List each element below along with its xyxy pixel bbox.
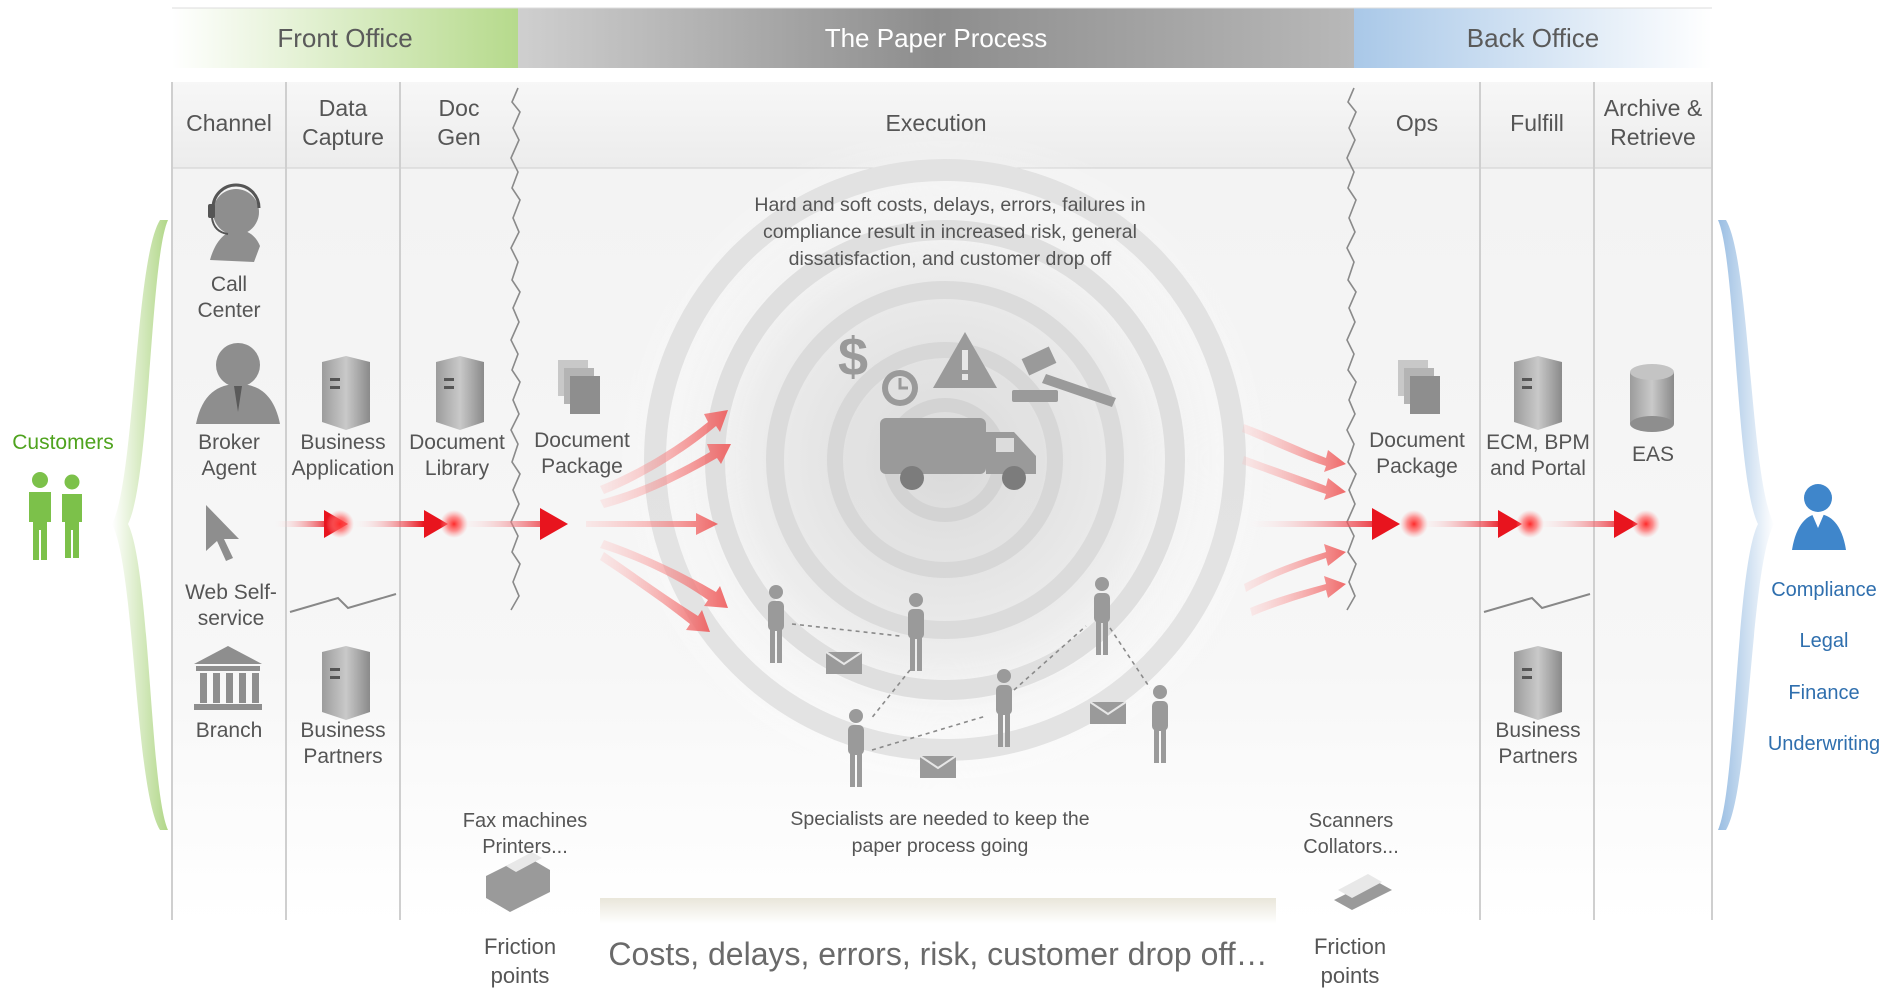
- legal-label: Legal: [1799, 630, 1849, 652]
- scatter-arrows-left: [586, 410, 731, 632]
- back-office-label: Back Office: [1466, 22, 1600, 53]
- column-header-doc-gen: Doc Gen: [437, 95, 481, 150]
- specialist-person-icon: [768, 585, 784, 663]
- glow-node: [1632, 510, 1660, 538]
- fax-printers-label: Fax machines Printers...: [462, 810, 588, 858]
- glow-node: [440, 510, 468, 538]
- customers-icon: [29, 472, 82, 560]
- specialists-group: [768, 577, 1168, 787]
- back-office-band: [1354, 8, 1712, 68]
- friction-points-label-left: Friction points: [483, 934, 557, 988]
- branch-label: Branch: [195, 719, 263, 742]
- front-office-label: Front Office: [277, 22, 413, 53]
- broker-agent-icon: [196, 343, 280, 424]
- eas-database-icon: [1630, 364, 1674, 432]
- paper-process-band: [518, 8, 1354, 68]
- glow-node: [1516, 510, 1544, 538]
- glow-node: [326, 510, 354, 538]
- front-office-band: [172, 8, 518, 68]
- specialist-person-icon: [908, 593, 924, 671]
- column-header-channel: Channel: [186, 110, 272, 136]
- envelope-icon: [825, 651, 863, 674]
- document-package-label-right: Document Package: [1369, 429, 1465, 478]
- column-header-execution: Execution: [885, 110, 987, 136]
- fulfill-business-partners-server-icon: [1514, 646, 1562, 720]
- specialist-person-icon: [1094, 577, 1110, 655]
- compliance-label: Compliance: [1771, 579, 1877, 601]
- column-header-fulfill: Fulfill: [1510, 110, 1564, 136]
- envelope-icon: [919, 755, 957, 778]
- underwriting-label: Underwriting: [1767, 733, 1881, 755]
- business-partners-server-icon: [322, 646, 370, 720]
- specialist-person-icon: [848, 709, 864, 787]
- flow-arrows: [272, 508, 1660, 540]
- glow-node: [1400, 510, 1428, 538]
- fulfill-business-partners-label: Business Partners: [1495, 719, 1581, 768]
- broken-link-right: [1483, 593, 1591, 613]
- business-application-label: Business Application: [291, 431, 395, 480]
- gavel-icon: [1012, 346, 1116, 407]
- costs-banner-text: Costs, delays, errors, risk, customer dr…: [608, 936, 1268, 972]
- bank-branch-icon: [194, 646, 262, 710]
- broker-agent-label: Broker Agent: [198, 431, 260, 480]
- specialist-connectors: [791, 623, 1151, 751]
- column-header-data-capture: Data Capture: [302, 95, 384, 150]
- column-header-archive: Archive & Retrieve: [1603, 95, 1703, 150]
- web-self-service-label: Web Self- service: [185, 581, 277, 630]
- finance-label: Finance: [1788, 682, 1860, 704]
- document-library-server-icon: [436, 356, 484, 430]
- execution-costs-note: Hard and soft costs, delays, errors, fai…: [754, 194, 1146, 270]
- ecm-bpm-portal-label: ECM, BPM and Portal: [1486, 431, 1590, 480]
- costs-banner-bar: [600, 898, 1276, 924]
- business-partners-label: Business Partners: [300, 719, 386, 768]
- stakeholders-brace: [1718, 220, 1774, 830]
- cursor-arrow-icon: [206, 505, 239, 561]
- scanner-icon: [1334, 874, 1392, 910]
- paper-process-label: The Paper Process: [824, 22, 1048, 53]
- scatter-arrows-right: [1242, 424, 1346, 616]
- stakeholder-person-icon: [1792, 484, 1846, 550]
- broken-link-left: [289, 593, 397, 613]
- fax-printer-icon: [486, 852, 550, 912]
- dollar-clock-icon: $: [838, 327, 918, 406]
- friction-points-label-right: Friction points: [1313, 934, 1387, 988]
- ecm-server-icon: [1514, 356, 1562, 430]
- svg-text:$: $: [838, 327, 868, 387]
- document-library-label: Document Library: [409, 431, 505, 480]
- document-package-icon-right: [1398, 360, 1440, 414]
- specialist-person-icon: [1152, 685, 1168, 763]
- scanners-collators-label: Scanners Collators...: [1303, 810, 1399, 858]
- column-header-ops: Ops: [1395, 110, 1439, 136]
- document-package-icon-left: [558, 360, 600, 414]
- customers-brace: [112, 220, 168, 830]
- business-application-server-icon: [322, 356, 370, 430]
- specialists-note: Specialists are needed to keep the paper…: [790, 808, 1090, 857]
- headset-agent-icon: [208, 183, 261, 262]
- document-package-label-left: Document Package: [534, 429, 630, 478]
- customers-label: Customers: [12, 431, 114, 454]
- envelope-icon: [1089, 701, 1127, 724]
- specialist-person-icon: [996, 669, 1012, 747]
- delivery-van-icon: [880, 418, 1036, 490]
- eas-label: EAS: [1631, 443, 1675, 466]
- warning-icon: [933, 332, 997, 388]
- call-center-label: Call Center: [197, 273, 261, 322]
